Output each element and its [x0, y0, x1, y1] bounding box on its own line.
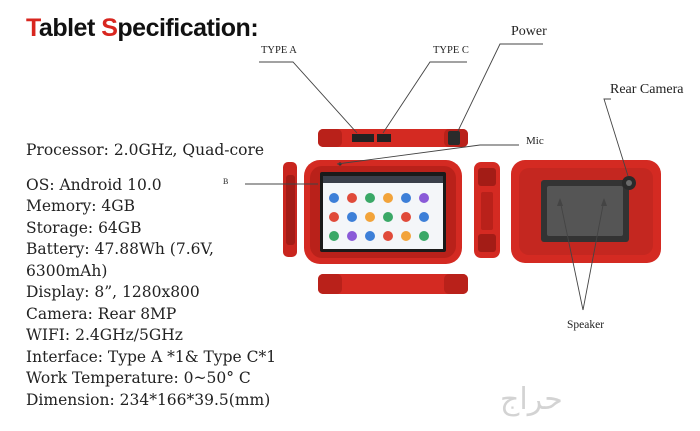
screen-app-icons [329, 193, 429, 241]
label-power: Power [511, 24, 547, 39]
top-view [318, 129, 468, 147]
spec-battery: Battery: 47.88Wh (7.6V, [26, 240, 214, 258]
spec-os: OS: Android 10.0 [26, 175, 162, 194]
watermark-logo: حراج [500, 382, 563, 417]
label-type-c: TYPE C [433, 45, 469, 56]
spec-dimension: Dimension: 234*166*39.5(mm) [26, 390, 271, 409]
label-type-a: TYPE A [261, 45, 297, 56]
label-speaker: Speaker [567, 319, 605, 331]
spec-display: Display: 8”, 1280x800 [26, 283, 200, 301]
spec-battery-cont: 6300mAh) [26, 261, 108, 280]
front-view [283, 160, 462, 264]
spec-camera: Camera: Rear 8MP [26, 304, 177, 323]
spec-interface: Interface: Type A *1& Type C*1 [26, 347, 277, 366]
callout-lines [245, 43, 629, 311]
spec-temperature: Work Temperature: 0~50° C [26, 369, 251, 387]
label-b-marker: B [223, 177, 229, 186]
label-mic: Mic [526, 135, 544, 147]
callout-arrowheads [557, 198, 607, 206]
spec-wifi: WIFI: 2.4GHz/5GHz [26, 326, 183, 344]
spec-list: Processor: 2.0GHz, Quad-core OS: Android… [26, 140, 276, 411]
spec-storage: Storage: 64GB [26, 218, 142, 237]
spec-processor: Processor: 2.0GHz, Quad-core [26, 141, 265, 159]
page-title: Tablet Specification: [26, 14, 259, 42]
side-view [474, 162, 500, 258]
bottom-view [318, 274, 468, 294]
spec-memory: Memory: 4GB [26, 197, 136, 215]
rear-view [511, 160, 661, 263]
label-rear-camera: Rear Camera [610, 82, 684, 97]
